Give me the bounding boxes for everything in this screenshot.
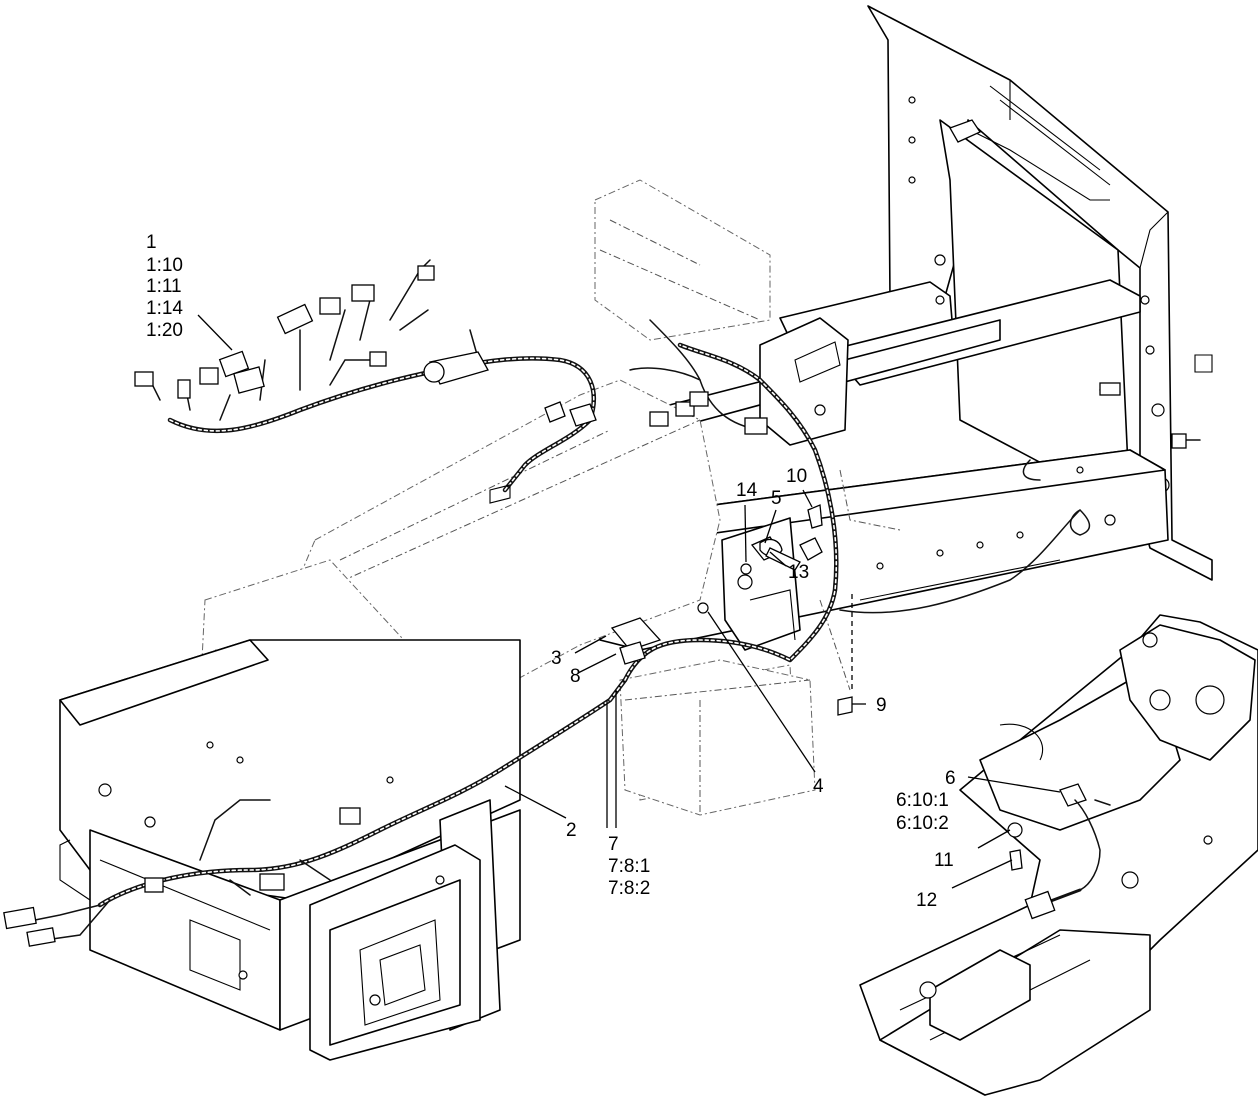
inset-part-6-cable-lug: [1059, 783, 1087, 807]
controller-module: [759, 317, 849, 446]
part-4-washer: [697, 602, 709, 614]
callout-12: 12: [916, 890, 937, 911]
callout-9: 9: [876, 695, 887, 716]
callout-labels: 1 1:10 1:11 1:14 1:20 2 3 4 5 6 6:10:1 6…: [146, 232, 956, 911]
svg-text:1:20: 1:20: [146, 320, 183, 341]
part-8-terminal: [619, 641, 646, 665]
inset-detail-view: [859, 614, 1258, 1096]
part-3-bracket: [610, 617, 662, 651]
battery-phantom: [619, 659, 816, 816]
mount-bracket: [309, 844, 481, 1061]
callout-6: 6 6:10:1 6:10:2: [896, 768, 956, 834]
callout-10: 10: [786, 466, 807, 487]
callout-14: 14: [736, 480, 758, 501]
svg-text:7: 7: [608, 834, 619, 855]
inset-part-11-washer: [1007, 822, 1023, 838]
callout-13: 13: [788, 562, 809, 583]
svg-text:1:14: 1:14: [146, 298, 183, 319]
leader-lines: [197, 314, 1061, 889]
callout-11: 11: [934, 850, 954, 871]
harness-2: [3, 319, 1201, 947]
part-13-strap: [765, 547, 801, 571]
callout-5: 5: [771, 488, 782, 509]
svg-text:7:8:2: 7:8:2: [608, 878, 650, 899]
svg-text:1:10: 1:10: [146, 255, 183, 276]
part-10-bolt: [807, 504, 823, 529]
callout-4: 4: [813, 776, 824, 797]
svg-text:1: 1: [146, 232, 157, 253]
callout-1: 1 1:10 1:11 1:14 1:20: [146, 232, 183, 341]
part-14-nut: [740, 563, 752, 575]
part-9-nut: [837, 696, 853, 716]
svg-text:1:11: 1:11: [146, 276, 182, 297]
callout-7: 7 7:8:1 7:8:2: [608, 834, 650, 899]
svg-text:7:8:1: 7:8:1: [608, 856, 650, 877]
callout-2: 2: [566, 820, 577, 841]
harness-1: [134, 259, 597, 504]
hardware-parts: [610, 504, 853, 716]
svg-text:6:10:1: 6:10:1: [896, 790, 949, 811]
callout-8: 8: [570, 666, 581, 687]
svg-text:6: 6: [945, 768, 956, 789]
svg-text:6:10:2: 6:10:2: [896, 813, 949, 834]
callout-3: 3: [551, 648, 562, 669]
inset-part-12-bolt: [1009, 849, 1023, 871]
